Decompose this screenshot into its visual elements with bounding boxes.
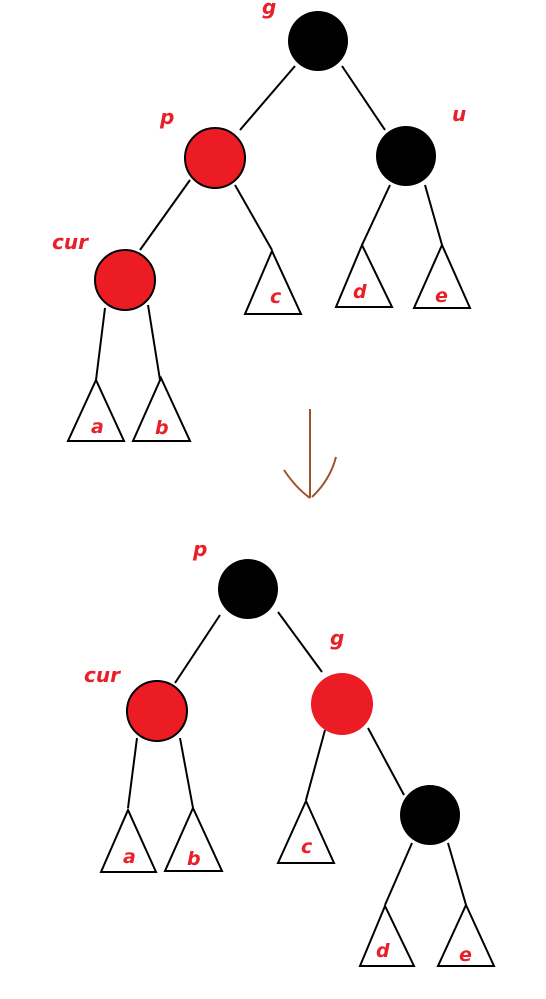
subtree-e <box>412 242 472 309</box>
edge-p-cur-after <box>174 614 221 684</box>
after-tree: p cur g a b c d e <box>84 537 496 967</box>
label-p: p <box>159 105 174 129</box>
subtree-b-after-label: b <box>187 848 201 870</box>
node-cur-after <box>126 680 188 742</box>
label-u: u <box>452 102 466 126</box>
edge-u-e-after <box>447 842 467 906</box>
label-cur: cur <box>52 230 89 254</box>
before-tree: g p u cur a b c d e <box>52 0 472 442</box>
label-g-after: g <box>330 626 344 650</box>
node-u <box>376 126 436 186</box>
subtree-e-after-label: e <box>459 944 472 966</box>
subtree-c-label: c <box>270 286 282 308</box>
edge-u-d <box>361 184 391 246</box>
down-arrow-icon <box>283 409 337 499</box>
edge-g-u-after <box>367 727 405 796</box>
subtree-b-after <box>163 805 224 872</box>
subtree-c-after <box>276 798 336 864</box>
edge-p-g-after <box>277 611 323 673</box>
node-cur <box>94 249 156 311</box>
edge-u-d-after <box>384 842 413 906</box>
subtree-a <box>66 377 126 442</box>
subtree-c-after-label: c <box>301 836 313 858</box>
subtree-a-after-label: a <box>123 846 136 868</box>
subtree-b <box>131 375 192 442</box>
node-g <box>288 11 348 71</box>
edge-cur-b-after <box>179 737 194 809</box>
edge-cur-a-after <box>127 737 138 809</box>
label-cur-after: cur <box>84 663 121 687</box>
subtree-a-label: a <box>91 416 104 438</box>
subtree-d <box>334 242 394 308</box>
subtree-c <box>243 248 303 315</box>
subtree-d-after <box>358 903 416 967</box>
edge-p-c <box>234 184 273 251</box>
node-u-after <box>400 785 460 845</box>
edge-p-cur <box>139 179 191 251</box>
label-p-after: p <box>192 537 207 561</box>
edge-g-c-after <box>305 729 326 801</box>
node-p <box>184 127 246 189</box>
node-p-after <box>218 559 278 619</box>
label-g: g <box>262 0 276 19</box>
edge-u-e <box>424 184 443 246</box>
subtree-d-label: d <box>353 281 367 303</box>
subtree-e-label: e <box>435 285 448 307</box>
subtree-e-after <box>436 902 496 967</box>
edge-g-p <box>239 65 296 131</box>
subtree-b-label: b <box>155 417 169 439</box>
node-g-after <box>311 673 373 735</box>
subtree-d-after-label: d <box>376 940 390 962</box>
edge-cur-b <box>147 304 161 381</box>
subtree-a-after <box>99 807 158 873</box>
edge-g-u <box>341 65 386 131</box>
edge-cur-a <box>95 307 106 381</box>
